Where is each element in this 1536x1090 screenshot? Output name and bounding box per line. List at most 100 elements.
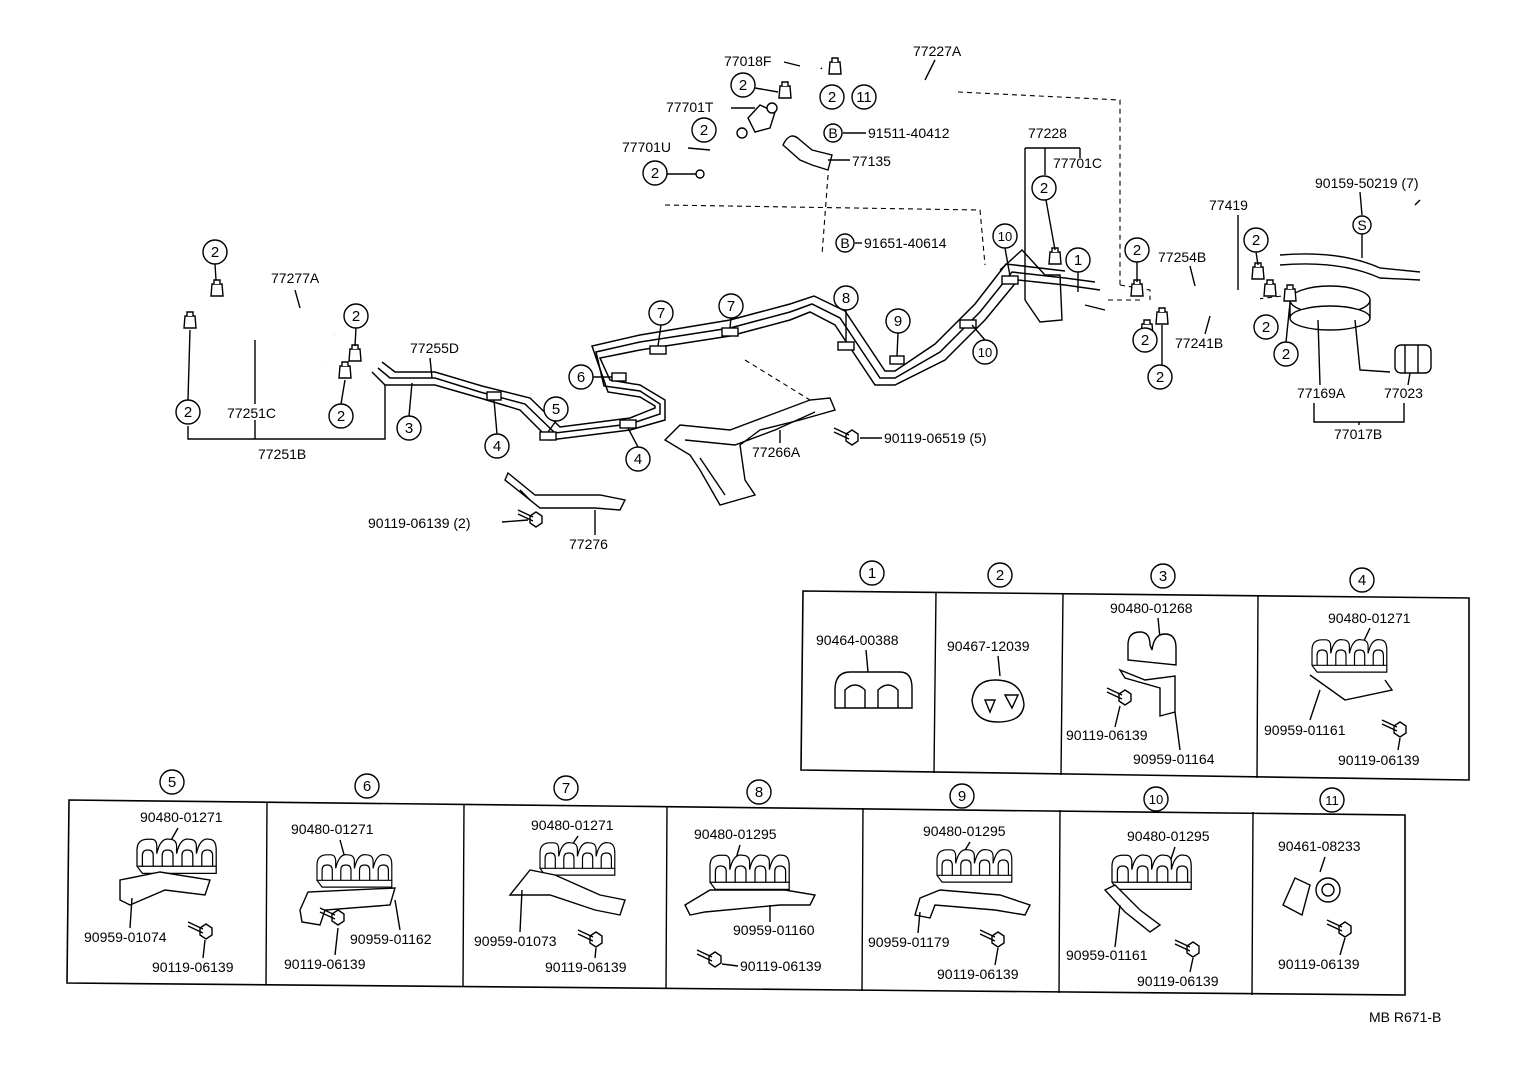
detail-number: 7 <box>562 780 570 797</box>
detail-part: 90480-01271 <box>140 809 223 825</box>
clamp-icon <box>936 849 1013 883</box>
label-77266A: 77266A <box>752 444 801 460</box>
detail-number: 9 <box>958 788 966 805</box>
label-77255D: 77255D <box>410 340 459 356</box>
callout-2 <box>819 84 845 110</box>
label-77251B: 77251B <box>258 446 306 462</box>
marker-b2: B <box>840 235 849 251</box>
callout-7b: 7 <box>727 298 735 315</box>
left-hoses <box>183 279 362 379</box>
detail-box-7: 7 90480-01271 90959-01073 90119-06139 <box>474 775 627 975</box>
detail-part: 90461-08233 <box>1278 838 1361 854</box>
top-filter-assembly <box>695 57 956 179</box>
detail-box-11: 11 90461-08233 90119-06139 <box>1278 787 1361 972</box>
label-77228: 77228 <box>1028 125 1067 141</box>
clamp-icon <box>709 854 790 891</box>
detail-part: 90480-01295 <box>694 826 777 842</box>
bolt-icon <box>1326 919 1352 938</box>
label-90159: 90159-50219 (7) <box>1315 175 1419 191</box>
detail-box-3: 3 90480-01268 90119-06139 90959-01164 <box>1066 563 1215 767</box>
detail-part: 90959-01164 <box>1133 751 1215 767</box>
detail-number: 6 <box>363 778 371 795</box>
detail-grid <box>66 590 1470 996</box>
detail-part: 90119-06139 <box>152 959 234 975</box>
bracket-icon <box>1118 668 1176 717</box>
detail-part: 90119-06139 <box>937 966 1019 982</box>
marker-b: B <box>828 125 837 141</box>
callout-6: 6 <box>577 369 585 386</box>
callout-3: 3 <box>405 420 413 437</box>
detail-part: 90480-01271 <box>531 817 614 833</box>
top-labels: 77018F 77227A 77701T 77701U B 91511-4041… <box>622 43 962 253</box>
detail-part: 90480-01271 <box>291 821 374 837</box>
clamp-icon <box>1282 877 1311 917</box>
clamp-icon <box>1311 639 1388 673</box>
label-91651: 91651-40614 <box>864 235 947 251</box>
label-90119-5: 90119-06519 (5) <box>884 430 986 446</box>
detail-part: 90119-06139 <box>1278 956 1360 972</box>
bolt-icon <box>577 929 603 948</box>
detail-part: 90119-06139 <box>1338 752 1420 768</box>
clamp-icon <box>834 671 913 709</box>
detail-part: 90480-01271 <box>1328 610 1411 626</box>
label-77276: 77276 <box>569 536 608 552</box>
label-91511: 91511-40412 <box>868 125 950 141</box>
label-77251C: 77251C <box>227 405 276 421</box>
label-77227A: 77227A <box>913 43 962 59</box>
tank-labels: 77228 77701C 90159-50219 (7) S 77419 772… <box>1024 125 1423 442</box>
callout-11: 11 <box>856 89 872 106</box>
detail-number: 3 <box>1159 568 1167 585</box>
bolt-icon <box>1174 939 1200 958</box>
detail-part: 90959-01074 <box>84 929 167 945</box>
detail-part: 90959-01073 <box>474 933 557 949</box>
clamp-icon <box>828 57 842 75</box>
callout-10b: 10 <box>978 345 992 360</box>
label-90119-2: 90119-06139 (2) <box>368 515 470 531</box>
detail-box-6: 6 90480-01271 90959-01162 90119-06139 <box>284 773 432 972</box>
bracket-77276 <box>504 471 627 511</box>
label-77277A: 77277A <box>271 270 320 286</box>
bracket-icon <box>119 871 211 906</box>
detail-part: 90467-12039 <box>947 638 1030 654</box>
detail-number: 5 <box>168 774 176 791</box>
callout-7a: 7 <box>657 305 665 322</box>
detail-part: 90480-01268 <box>1110 600 1193 616</box>
label-77241B: 77241B <box>1175 335 1223 351</box>
filter-bracket-icon <box>782 135 833 171</box>
detail-number: 8 <box>755 784 763 801</box>
detail-number: 11 <box>1325 793 1339 808</box>
label-77018F: 77018F <box>724 53 771 69</box>
detail-number: 2 <box>996 567 1004 584</box>
callout-2 <box>691 117 717 143</box>
detail-box-8: 8 90480-01295 90959-01160 90119-06139 <box>684 779 822 974</box>
callout-4a: 4 <box>493 438 501 455</box>
bracket-icon <box>1103 884 1162 933</box>
tank-side-assembly <box>1048 180 1432 374</box>
bracket-icon <box>914 889 1031 919</box>
detail-box-9: 9 90480-01295 90959-01179 90119-06139 <box>868 783 1031 982</box>
detail-part: 90959-01161 <box>1066 947 1148 963</box>
detail-part: 90959-01162 <box>350 931 432 947</box>
detail-number: 4 <box>1358 572 1366 589</box>
detail-part: 90480-01295 <box>1127 828 1210 844</box>
label-77169A: 77169A <box>1297 385 1346 401</box>
detail-part: 90119-06139 <box>740 958 822 974</box>
detail-box-1: 1 90464-00388 <box>816 560 913 709</box>
detail-part: 90959-01160 <box>733 922 815 938</box>
detail-part: 90464-00388 <box>816 632 899 648</box>
detail-part: 90119-06139 <box>284 956 366 972</box>
bracket-icon <box>684 889 817 916</box>
callout-9: 9 <box>894 313 902 330</box>
main-fuel-lines <box>371 249 1106 441</box>
clip-icon <box>971 679 1025 723</box>
callout-1: 1 <box>1074 252 1082 269</box>
label-77023: 77023 <box>1384 385 1423 401</box>
clamp-icon <box>778 81 792 99</box>
bolt-icon <box>979 929 1005 948</box>
bolt-icon <box>187 921 213 940</box>
callout-5: 5 <box>552 401 560 418</box>
fuel-pump-icon <box>1394 344 1432 374</box>
detail-number: 1 <box>868 565 876 582</box>
callout-8: 8 <box>842 290 850 307</box>
detail-row-upper <box>800 590 1470 781</box>
